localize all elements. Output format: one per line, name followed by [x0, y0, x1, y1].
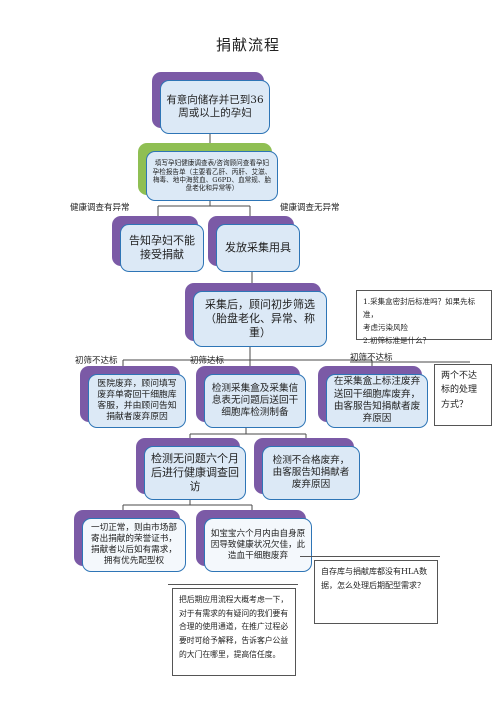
- node-baby-health-discard: 如宝宝六个月内由自身原因导致健康状况欠佳，此造血干细胞废弃: [196, 510, 312, 572]
- note-two-fail-handling: 两个不达标的处理方式？: [434, 364, 492, 426]
- node-mark-discard: 在采集盒上标注废弃送回干细胞库废弃，由客服告知捐献者废弃原因: [318, 366, 428, 428]
- label-survey-normal: 健康调查无异常: [280, 203, 340, 213]
- node-honor-certificate: 一切正常，则由市场部寄出捐献的荣誉证书，捐献者以后如有需求，拥有优先配型权: [74, 510, 186, 572]
- label-screen-fail-2: 初筛不达标: [350, 353, 393, 363]
- note-line-hla: [300, 556, 440, 557]
- node-hospital-discard: 医院废弃，顾问填写废弃单寄回干细胞库客服，并由顾问告知捐献者废弃原因: [80, 366, 186, 428]
- node-issue-kit: 发放采集用具: [208, 216, 300, 272]
- node-test-fail-discard: 检测不合格废弃，由客服告知捐献者废弃原因: [254, 438, 360, 500]
- node-reject-donation: 告知孕妇不能接受捐献: [112, 216, 204, 272]
- node-health-survey: 填写孕妇健康调查表/咨询顾问查看孕妇孕检报告单（主要看乙肝、丙肝、艾滋、梅毒、地…: [138, 143, 278, 201]
- note-hla-data: 自存库与捐献库都没有HLA数据，怎么处理后期配型需求？: [314, 560, 438, 624]
- node-initial-screening: 采集后，顾问初步筛选（胎盘老化、异常、称重）: [185, 283, 327, 347]
- note-sealing-standard: 1.采集盒密封后标准吗？如果先标准， 考虑污染风险 2.初筛标准是什么？: [356, 290, 492, 345]
- page-title: 捐献流程: [215, 36, 280, 54]
- note-application-flow: 把后期应用流程大概考虑一下，对于有需求的有疑问的我们要有合理的使用通道，在推广过…: [172, 588, 296, 676]
- node-check-kit: 检测采集盒及采集信息表无问题后送回干细胞库检测制备: [196, 366, 306, 428]
- note-line-application: [168, 584, 298, 585]
- label-survey-abnormal: 健康调查有异常: [70, 203, 130, 213]
- label-screen-fail: 初筛不达标: [75, 356, 118, 366]
- node-six-month-followup: 检测无问题六个月后进行健康调查回访: [136, 438, 246, 500]
- node-pregnant-woman: 有意向储存并已到36周或以上的孕妇: [152, 72, 270, 134]
- label-screen-pass: 初筛达标: [190, 356, 225, 366]
